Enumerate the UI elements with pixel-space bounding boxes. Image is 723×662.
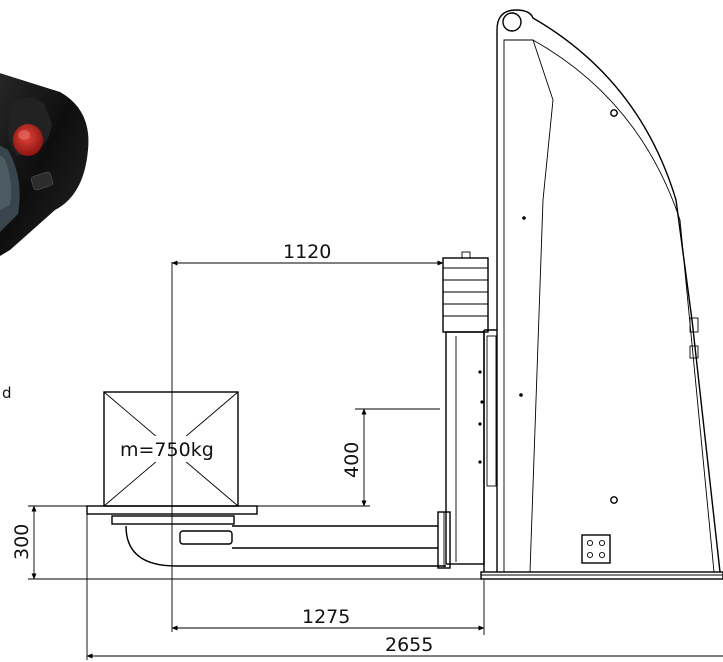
pivot-hole [502,12,522,32]
dimension-1120-label: 1120 [283,241,331,263]
load-mass-label: m=750kg [120,439,214,461]
dimension-400 [257,408,440,507]
control-panel-icon [581,534,611,564]
dimension-2655-label: 2655 [385,634,433,656]
dimension-2655 [86,514,723,660]
machine-column [480,9,723,580]
dimension-1120 [171,258,444,268]
dimension-400-label: 400 [341,442,363,478]
dimension-1275 [171,580,485,635]
teach-pendant-image [0,73,89,256]
emergency-stop-button [13,124,43,156]
lift-carriage [442,251,497,565]
fork-arm [86,505,451,569]
cut-off-text: d [2,384,12,402]
dimension-1275-label: 1275 [302,606,350,628]
dimension-300 [28,505,482,580]
dimension-300-label: 300 [11,524,33,560]
key-switch [30,171,54,191]
